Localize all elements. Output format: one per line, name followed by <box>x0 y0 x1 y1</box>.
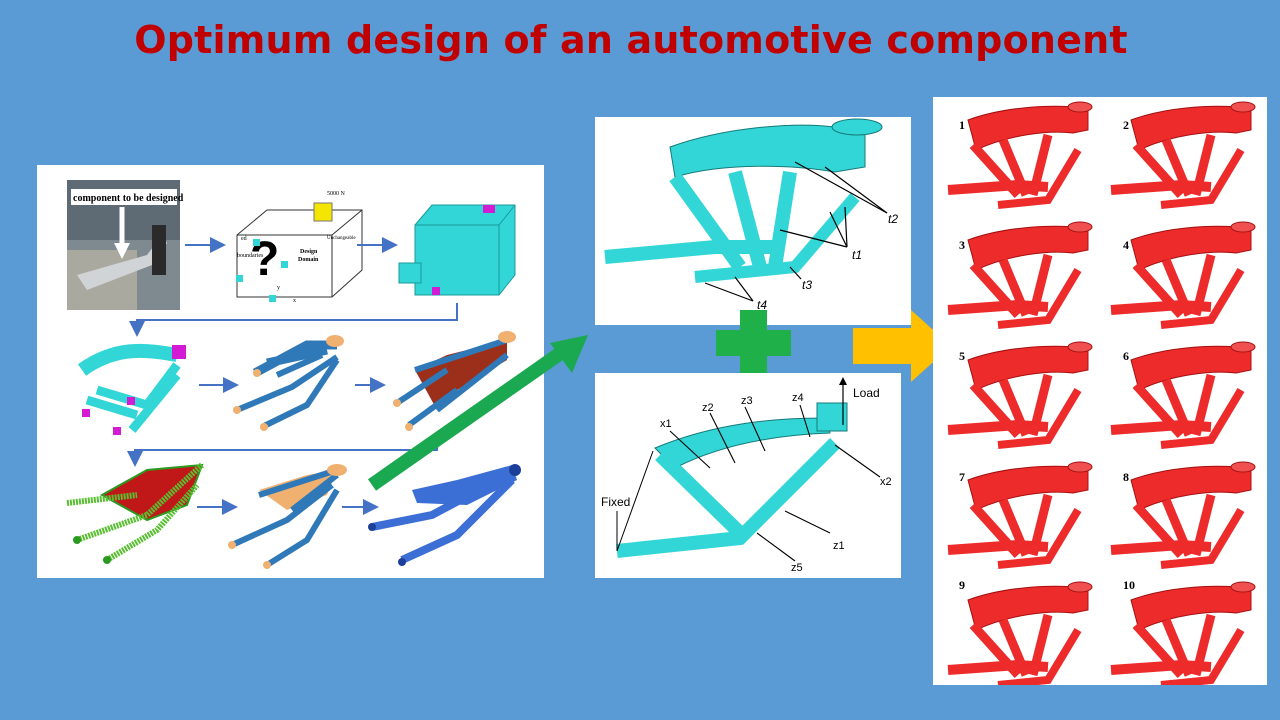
load-5000n-label: 5000 N <box>327 191 346 197</box>
mesh-model <box>66 462 205 564</box>
shell-model <box>393 331 516 431</box>
design-number-1: 1 <box>959 118 965 132</box>
boundaries-label-1: ed <box>241 236 247 242</box>
design-number-10: 10 <box>1123 578 1135 592</box>
design-4 <box>1111 222 1255 325</box>
z4-label: z4 <box>792 392 804 404</box>
t1-label: t1 <box>852 248 862 262</box>
green-arrow <box>367 335 588 491</box>
t4-label: t4 <box>757 298 767 312</box>
z3-label: z3 <box>741 395 753 407</box>
thickness-variables-panel: t2 t1 t3 t4 <box>595 117 911 325</box>
plus-icon <box>716 310 791 376</box>
design-5 <box>948 342 1092 445</box>
design-number-8: 8 <box>1123 470 1129 484</box>
x2-label: x2 <box>880 476 892 488</box>
axis-y-label: y <box>277 285 280 291</box>
design-number-7: 7 <box>959 470 965 484</box>
design-1 <box>948 102 1092 205</box>
design-7 <box>948 462 1092 565</box>
optimal-designs-svg: 1 2 3 4 5 6 7 8 9 10 <box>933 97 1267 685</box>
optimal-designs-grid: 1 2 3 4 5 6 7 8 9 10 <box>933 97 1267 685</box>
design-domain-label-1: Design <box>300 249 318 255</box>
load-label: Load <box>853 386 880 400</box>
axis-x-label: x <box>293 298 296 304</box>
design-10 <box>1111 582 1255 685</box>
z1-label: z1 <box>833 540 845 552</box>
design-domain-label-2: Domain <box>298 257 319 263</box>
discretized-block <box>398 204 516 296</box>
t3-label: t3 <box>802 278 812 292</box>
yellow-arrow <box>853 310 951 382</box>
z5-label: z5 <box>791 562 803 574</box>
design-number-6: 6 <box>1123 349 1129 363</box>
topology-result <box>77 343 186 435</box>
thickness-pointer-lines <box>704 161 888 302</box>
boundaries-label-2: boundaries <box>237 253 264 259</box>
design-3 <box>948 222 1092 325</box>
z2-label: z2 <box>702 402 714 414</box>
component-photo: component to be designed <box>67 180 184 310</box>
design-number-5: 5 <box>959 349 965 363</box>
shape-variables-panel: Load Fixed x1 z2 z3 z4 x2 z1 z5 <box>595 373 901 578</box>
design-domain-sketch: 5000 N ed boundaries Design Domain Uncha… <box>236 191 363 304</box>
design-number-4: 4 <box>1123 238 1129 252</box>
refined-model <box>228 464 347 569</box>
unchangeable-label: Unchangeable <box>327 236 356 241</box>
thickness-model-diagram: t2 t1 t3 t4 <box>604 118 898 312</box>
cyan-frame-thickness <box>604 118 883 283</box>
slide-title: Optimum design of an automotive componen… <box>134 18 1128 62</box>
fixed-label: Fixed <box>601 495 630 509</box>
design-number-2: 2 <box>1123 118 1129 132</box>
design-workflow-panel: component to be designed 5000 N ed bound… <box>37 165 544 578</box>
final-cast-part <box>368 464 521 566</box>
shape-model-diagram: Load Fixed x1 z2 z3 z4 x2 z1 z5 <box>601 377 892 574</box>
cyan-frame-shape <box>616 402 848 558</box>
design-6 <box>1111 342 1255 445</box>
t2-label: t2 <box>888 212 898 226</box>
beam-model <box>233 335 344 431</box>
design-number-3: 3 <box>959 238 965 252</box>
design-8 <box>1111 462 1255 565</box>
shape-pointer-lines <box>669 404 881 562</box>
design-workflow-diagram: component to be designed 5000 N ed bound… <box>66 180 521 569</box>
design-number-9: 9 <box>959 578 965 592</box>
design-9 <box>948 582 1092 685</box>
design-2 <box>1111 102 1255 205</box>
x1-label: x1 <box>660 418 672 430</box>
photo-label: component to be designed <box>73 193 184 204</box>
